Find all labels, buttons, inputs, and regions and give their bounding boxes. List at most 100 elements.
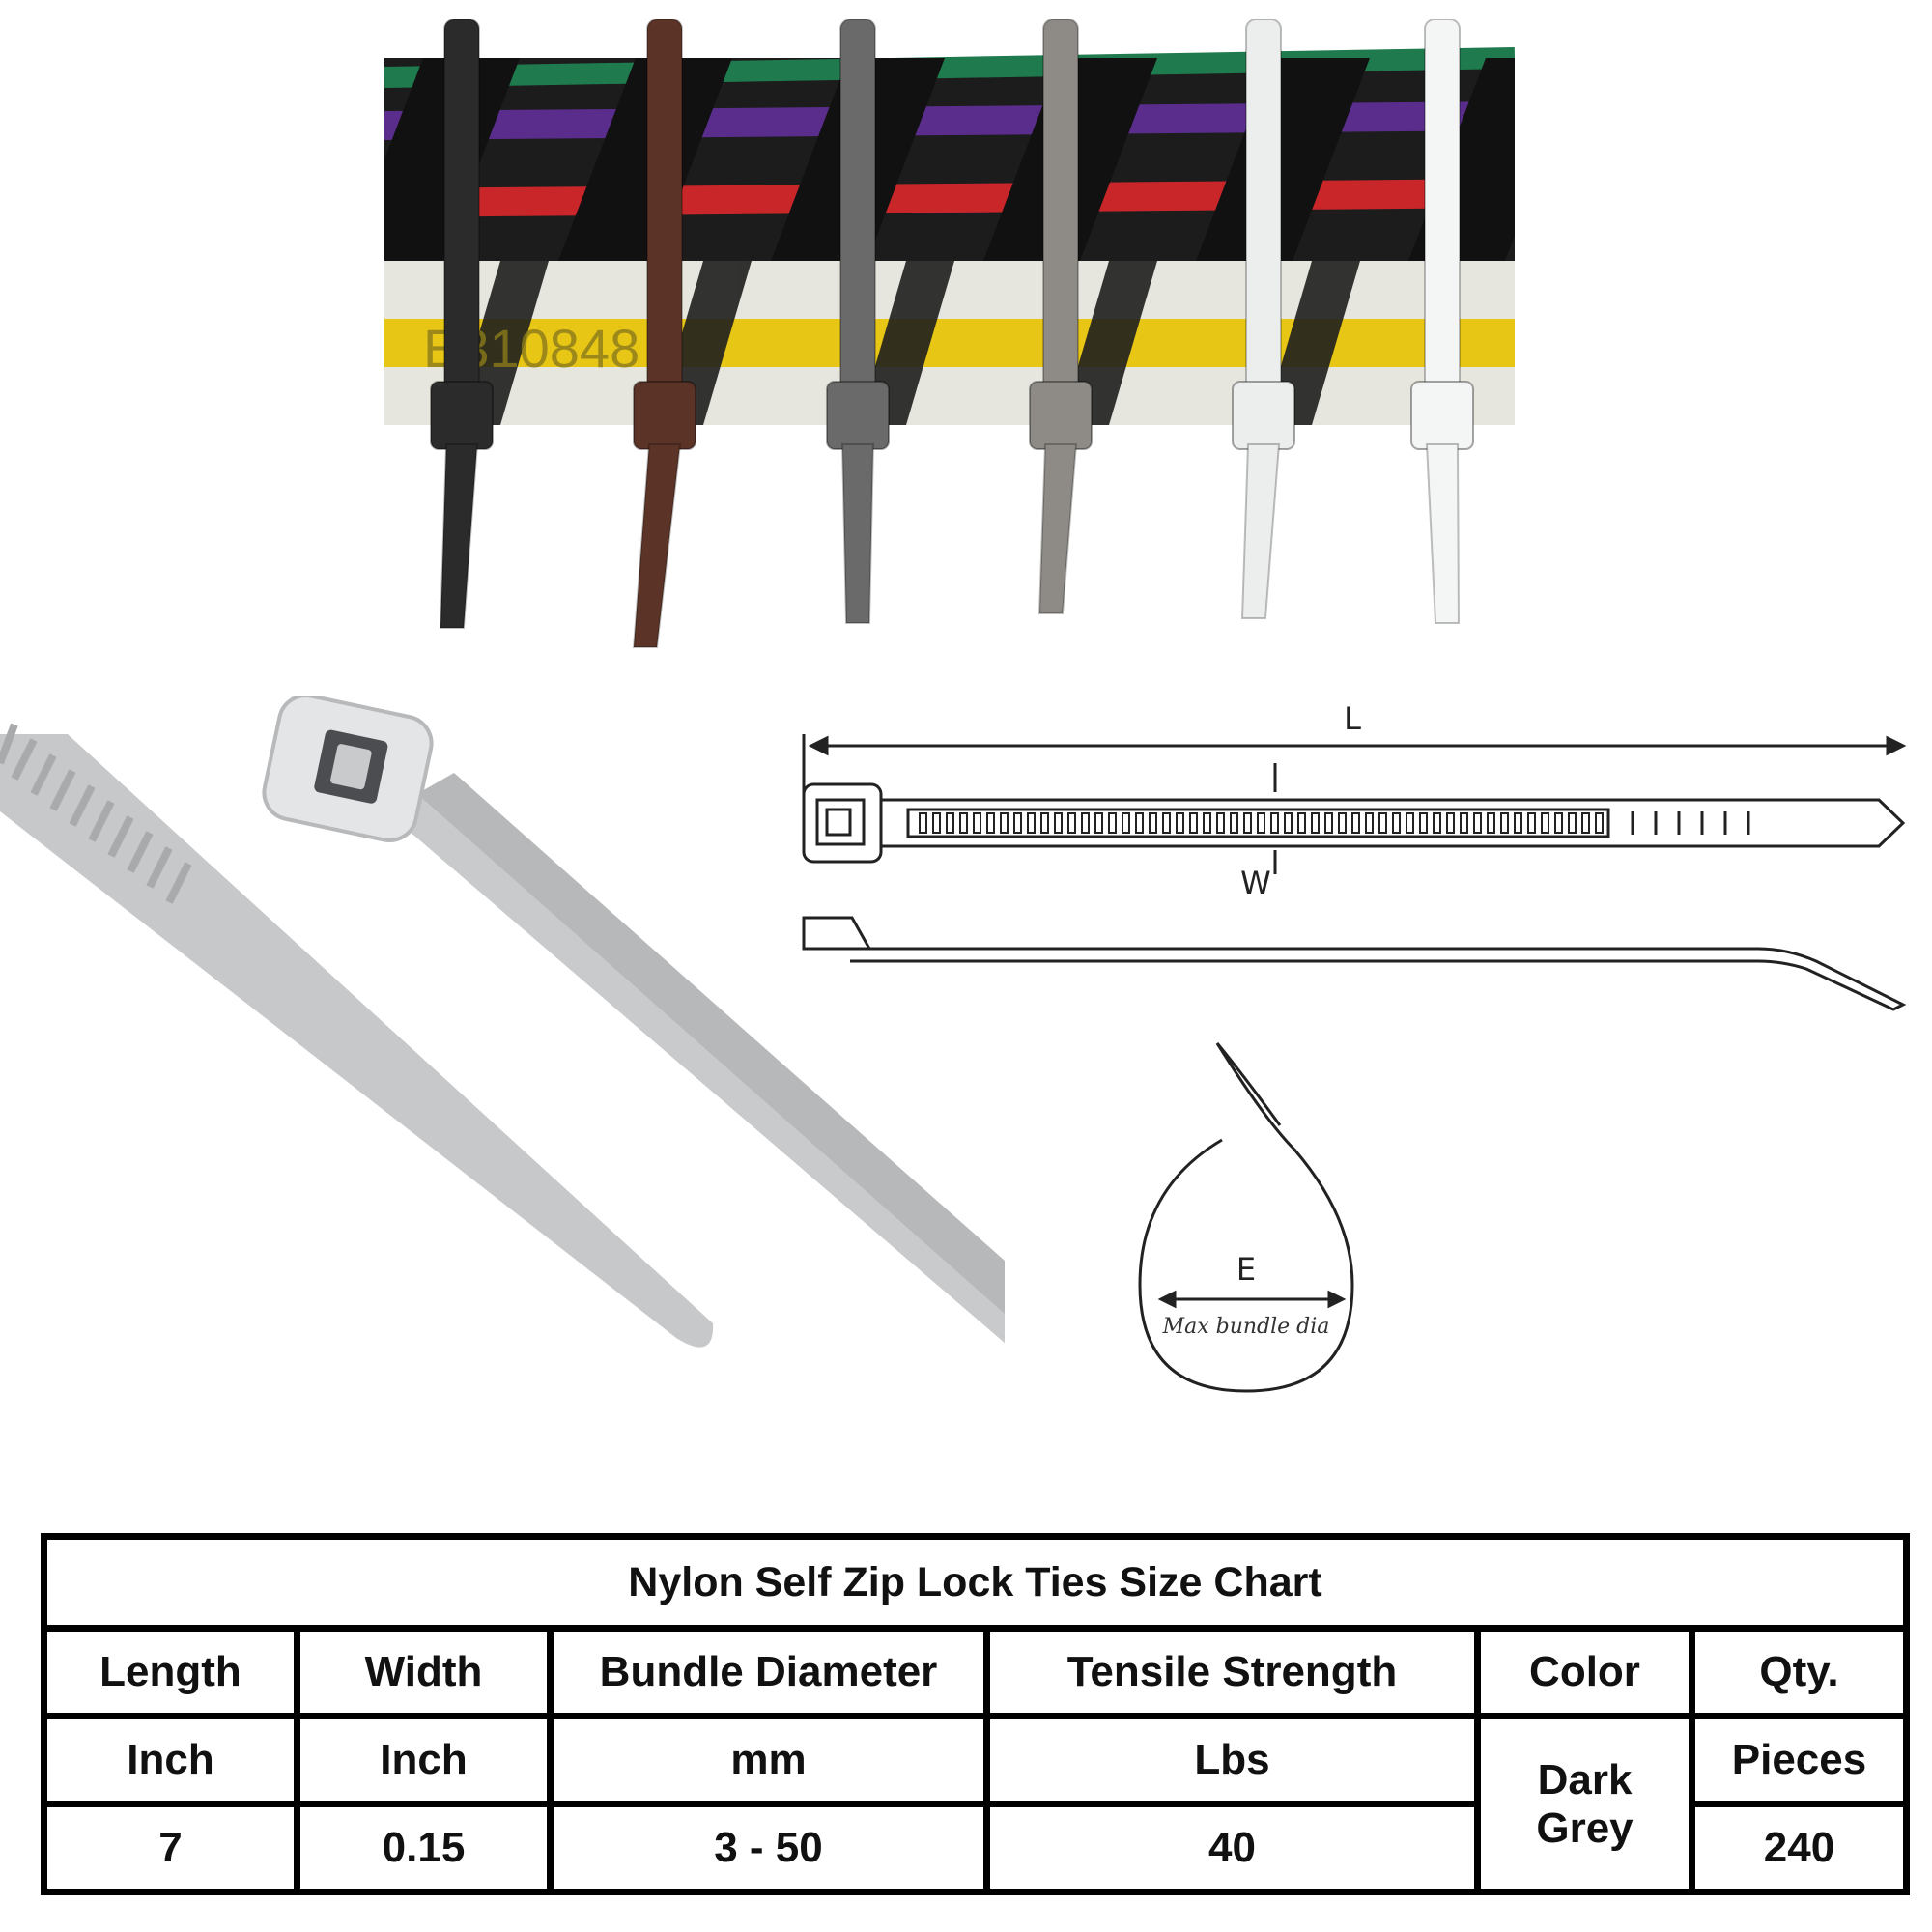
rack-tooth bbox=[1487, 812, 1495, 834]
color-value-line-2: Grey bbox=[1536, 1804, 1634, 1852]
cable-tie-head bbox=[826, 381, 890, 450]
cable-tie-head bbox=[1232, 381, 1295, 450]
cable-tie-dimension-diagram: L W E Max bundle dia bbox=[802, 700, 1907, 1393]
rack-tooth bbox=[1230, 812, 1238, 834]
unit-qty: Pieces bbox=[1689, 1713, 1910, 1807]
cable-tie-strap bbox=[1245, 19, 1282, 407]
rack-tooth bbox=[1297, 812, 1306, 834]
rack-tooth bbox=[973, 812, 981, 834]
rack-tooth bbox=[1054, 812, 1063, 834]
rack-tooth bbox=[1149, 812, 1157, 834]
cable-tie-tail bbox=[1240, 443, 1281, 619]
rack-tooth bbox=[1554, 812, 1563, 834]
unit-width: Inch bbox=[294, 1713, 554, 1807]
rack-tooth bbox=[1324, 812, 1333, 834]
rack-tooth bbox=[932, 812, 941, 834]
rack-tooth bbox=[1338, 812, 1347, 834]
rack-tooth bbox=[1365, 812, 1374, 834]
rack-tooth bbox=[959, 812, 968, 834]
value-bundle-diameter: 3 - 50 bbox=[547, 1801, 990, 1895]
rack-tooth bbox=[1378, 812, 1387, 834]
rack-tooth bbox=[1013, 812, 1022, 834]
cable-tie-tail bbox=[632, 443, 682, 648]
rack-tooth bbox=[1067, 812, 1076, 834]
cable-tie-strap bbox=[1424, 19, 1461, 407]
unit-length: Inch bbox=[41, 1713, 300, 1807]
value-width: 0.15 bbox=[294, 1801, 554, 1895]
rack-tooth bbox=[1243, 812, 1252, 834]
header-length: Length bbox=[41, 1625, 300, 1719]
rack-tooth bbox=[1581, 812, 1590, 834]
rack-tooth bbox=[1122, 812, 1130, 834]
cable-tie-strap bbox=[443, 19, 480, 407]
rack-tooth bbox=[1203, 812, 1211, 834]
cable-ties-on-cable-photo: E310848 bbox=[384, 19, 1515, 648]
rack-tooth bbox=[1419, 812, 1428, 834]
cable-tie-strap bbox=[1042, 19, 1079, 407]
rack-tooth bbox=[1284, 812, 1293, 834]
value-tensile-strength: 40 bbox=[983, 1801, 1481, 1895]
cable-tie-closeup-photo bbox=[0, 696, 1005, 1348]
rack-tooth bbox=[1094, 812, 1103, 834]
unit-tensile-strength: Lbs bbox=[983, 1713, 1481, 1807]
header-qty: Qty. bbox=[1689, 1625, 1910, 1719]
rack-tooth bbox=[1108, 812, 1117, 834]
rack-tooth bbox=[1189, 812, 1198, 834]
rack-tooth bbox=[1514, 812, 1522, 834]
cable-tie-head bbox=[430, 381, 494, 450]
header-bundle-diameter: Bundle Diameter bbox=[547, 1625, 990, 1719]
unit-bundle-diameter: mm bbox=[547, 1713, 990, 1807]
rack-tooth bbox=[1351, 812, 1360, 834]
table-value-row: 7 0.15 3 - 50 40 240 bbox=[41, 1801, 1910, 1895]
rack-tooth bbox=[1311, 812, 1320, 834]
bundle-diameter-label: E bbox=[1236, 1251, 1256, 1288]
rack-tooth bbox=[986, 812, 995, 834]
rack-tooth bbox=[1568, 812, 1577, 834]
rack-tooth bbox=[946, 812, 954, 834]
header-tensile-strength: Tensile Strength bbox=[983, 1625, 1481, 1719]
rack-tooth bbox=[1433, 812, 1441, 834]
rack-tooth bbox=[1257, 812, 1265, 834]
cable-tie-strap bbox=[646, 19, 683, 407]
rack-tooth bbox=[1406, 812, 1414, 834]
cable-tie-strap bbox=[839, 19, 876, 407]
cable-tie-tail bbox=[439, 443, 479, 629]
rack-tooth bbox=[1500, 812, 1509, 834]
rack-tooth bbox=[1216, 812, 1225, 834]
length-label: L bbox=[1344, 700, 1361, 737]
cable-tie-tail bbox=[1425, 443, 1461, 624]
rack-tooth bbox=[1040, 812, 1049, 834]
cable-tie-tail bbox=[840, 443, 875, 624]
value-length: 7 bbox=[41, 1801, 300, 1895]
rack-tooth bbox=[1176, 812, 1184, 834]
rack-tooth bbox=[919, 812, 927, 834]
rack-tooth bbox=[1595, 812, 1604, 834]
rack-tooth bbox=[1392, 812, 1401, 834]
table-unit-row: Inch Inch mm Lbs Dark Grey Pieces bbox=[41, 1713, 1910, 1895]
rack-tooth bbox=[1473, 812, 1482, 834]
rack-tooth bbox=[1135, 812, 1144, 834]
value-qty: 240 bbox=[1689, 1801, 1910, 1895]
color-value-line-1: Dark bbox=[1537, 1755, 1633, 1804]
max-bundle-dia-caption: Max bundle dia bbox=[1162, 1315, 1330, 1339]
rack-tooth bbox=[1162, 812, 1171, 834]
rack-tooth bbox=[1000, 812, 1009, 834]
rack-tooth bbox=[1446, 812, 1455, 834]
rack-tooth bbox=[1027, 812, 1036, 834]
table-header-row: Length Width Bundle Diameter Tensile Str… bbox=[41, 1625, 1910, 1719]
cable-tie-head bbox=[1029, 381, 1093, 450]
rack-tooth bbox=[1270, 812, 1279, 834]
table-title: Nylon Self Zip Lock Ties Size Chart bbox=[41, 1533, 1910, 1632]
color-value: Dark Grey bbox=[1474, 1713, 1695, 1895]
cable-tie-head bbox=[633, 381, 696, 450]
cable-tie-tail bbox=[1037, 443, 1078, 614]
header-color: Color bbox=[1474, 1625, 1695, 1719]
rack-tooth bbox=[1460, 812, 1468, 834]
rack-tooth bbox=[1541, 812, 1549, 834]
cable-tie-head bbox=[1410, 381, 1474, 450]
size-chart-table: Nylon Self Zip Lock Ties Size Chart Leng… bbox=[41, 1533, 1910, 1895]
rack-tooth bbox=[1081, 812, 1090, 834]
rack-tooth bbox=[1527, 812, 1536, 834]
table-title-row: Nylon Self Zip Lock Ties Size Chart bbox=[41, 1533, 1910, 1632]
header-width: Width bbox=[294, 1625, 554, 1719]
